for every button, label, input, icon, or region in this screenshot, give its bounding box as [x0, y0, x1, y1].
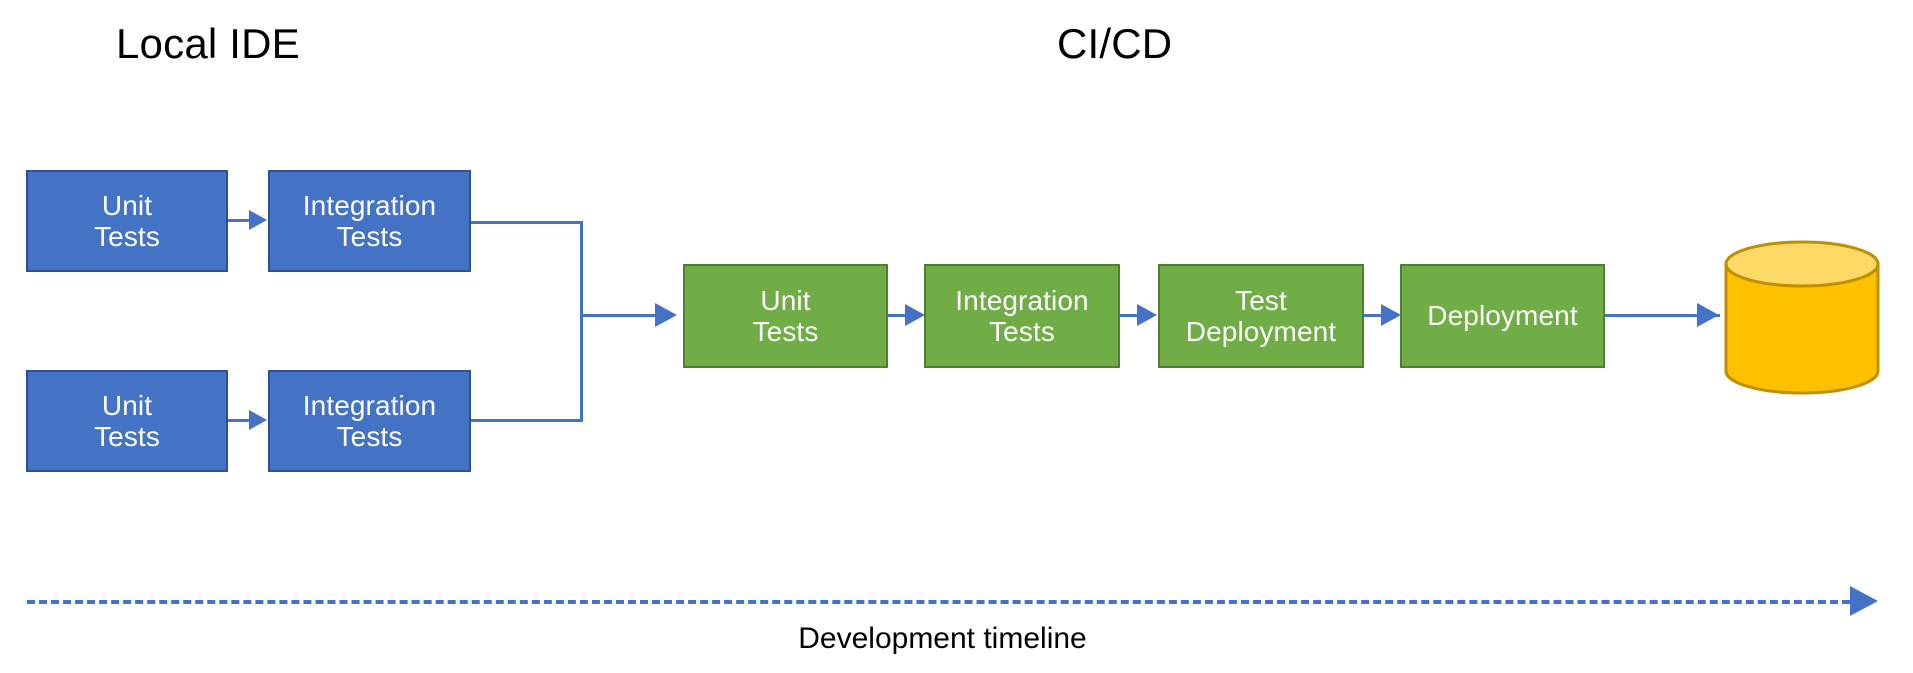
cicd-connector-1-line: [888, 314, 910, 317]
cicd-stage-deployment-label: Deployment: [1427, 300, 1578, 332]
local-row1-unit-tests-box[interactable]: Unit Tests: [26, 170, 228, 272]
local-row1-integration-tests-label: Integration Tests: [302, 189, 437, 252]
merge-connector-bottom-segment: [471, 419, 583, 422]
merge-connector-arrow-icon: [655, 303, 677, 327]
development-timeline-line: [27, 600, 1862, 604]
datastore-cylinder[interactable]: [1722, 240, 1882, 395]
local-row1-unit-tests-label: Unit Tests: [94, 189, 160, 252]
cicd-connector-3-line: [1364, 314, 1386, 317]
local-row2-integration-tests-label: Integration Tests: [302, 389, 437, 452]
local-row2-unit-tests-label: Unit Tests: [94, 389, 160, 452]
merge-connector-output-segment: [580, 314, 662, 317]
cicd-connector-3-arrow-icon: [1381, 304, 1401, 326]
local-row2-integration-tests-box[interactable]: Integration Tests: [268, 370, 471, 472]
local-row2-unit-tests-box[interactable]: Unit Tests: [26, 370, 228, 472]
cicd-connector-1-arrow-icon: [905, 304, 925, 326]
development-timeline-label: Development timeline: [798, 622, 1087, 655]
section-title-cicd: CI/CD: [1057, 20, 1173, 67]
datastore-connector-line: [1605, 314, 1720, 317]
development-timeline-arrow-icon: [1850, 586, 1878, 616]
cicd-stage-test-deployment-box[interactable]: Test Deployment: [1158, 264, 1364, 368]
cicd-stage-unit-tests-box[interactable]: Unit Tests: [683, 264, 888, 368]
cicd-connector-2-line: [1120, 314, 1142, 317]
cicd-connector-2-arrow-icon: [1137, 304, 1157, 326]
cicd-stage-test-deployment-label: Test Deployment: [1185, 284, 1337, 347]
cicd-stage-deployment-box[interactable]: Deployment: [1400, 264, 1605, 368]
section-title-local-ide: Local IDE: [116, 20, 300, 67]
cicd-stage-integration-tests-box[interactable]: Integration Tests: [924, 264, 1120, 368]
database-cylinder-icon: [1724, 240, 1880, 395]
local-row2-connector-line: [228, 419, 253, 422]
merge-connector-vertical-segment: [580, 221, 583, 422]
merge-connector-top-segment: [471, 221, 583, 224]
local-row1-integration-tests-box[interactable]: Integration Tests: [268, 170, 471, 272]
cicd-stage-integration-tests-label: Integration Tests: [955, 284, 1089, 347]
local-row2-connector-arrow-icon: [249, 410, 267, 430]
local-row1-connector-line: [228, 219, 253, 222]
datastore-connector-arrow-icon: [1697, 303, 1719, 327]
local-row1-connector-arrow-icon: [249, 210, 267, 230]
cicd-stage-unit-tests-label: Unit Tests: [752, 284, 819, 347]
